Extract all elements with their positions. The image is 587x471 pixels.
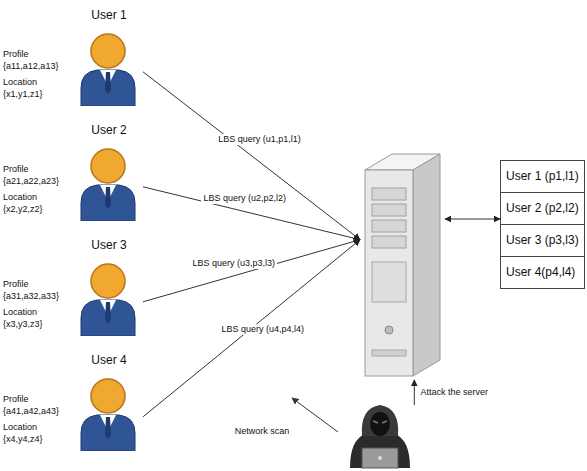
connector-line xyxy=(445,219,500,220)
annotation-label: Network scan xyxy=(233,426,292,437)
user-node: User 2 Profile {a21,a22,a23} Location {x2,… xyxy=(3,123,143,233)
user-attributes: Location {x4,y4,z4} xyxy=(3,421,71,445)
table-cell: User 1 (p1,l1) xyxy=(501,161,584,193)
user-attributes: Location {x3,y3,z3} xyxy=(3,306,71,330)
user-attributes: Location {x1,y1,z1} xyxy=(3,76,71,100)
user-attributes: Profile {a41,a42,a43} xyxy=(3,393,71,417)
user-node: User 1 Profile {a11,a12,a13} Location {x1,… xyxy=(3,8,143,118)
user-attributes: Location {x2,y2,z2} xyxy=(3,191,71,215)
user-attributes: Profile {a21,a22,a23} xyxy=(3,163,71,187)
scan-arrow xyxy=(292,398,338,432)
user-icon xyxy=(81,379,135,451)
table-node: User 1 (p1,l1)User 2 (p2,l2)User 3 (p3,l… xyxy=(500,160,585,289)
edge-label: LBS query (u2,p2,l2) xyxy=(201,193,288,204)
user-name: User 4 xyxy=(77,353,141,367)
user-attributes: Profile {a31,a32,a33} xyxy=(3,278,71,302)
table-cell: User 3 (p3,l3) xyxy=(501,225,584,257)
edge-label: LBS query (u1,p1,l1) xyxy=(216,134,303,145)
hacker-node xyxy=(345,405,415,468)
connector-line xyxy=(143,240,360,417)
user-name: User 1 xyxy=(77,8,141,22)
table-cell: User 2 (p2,l2) xyxy=(501,193,584,225)
edge-label: LBS query (u3,p3,l3) xyxy=(191,258,278,269)
connector-line xyxy=(414,380,415,405)
server-node xyxy=(360,150,445,380)
connector-line xyxy=(143,187,360,240)
edge-label: LBS query (u4,p4,l4) xyxy=(219,324,306,335)
edge-label: Attack the server xyxy=(419,387,491,398)
table-cell: User 4(p4,l4) xyxy=(501,257,584,288)
user-icon xyxy=(81,149,135,221)
user-node: User 3 Profile {a31,a32,a33} Location {x3,… xyxy=(3,238,143,348)
connector-line xyxy=(143,240,360,302)
connector-line xyxy=(143,72,360,240)
server-tower xyxy=(365,154,440,376)
user-attributes: Profile {a11,a12,a13} xyxy=(3,48,71,72)
hacker-figure xyxy=(350,405,410,468)
user-icon xyxy=(81,264,135,336)
user-icon xyxy=(81,34,135,106)
user-node: User 4 Profile {a41,a42,a43} Location {x4,… xyxy=(3,353,143,463)
user-name: User 3 xyxy=(77,238,141,252)
user-name: User 2 xyxy=(77,123,141,137)
